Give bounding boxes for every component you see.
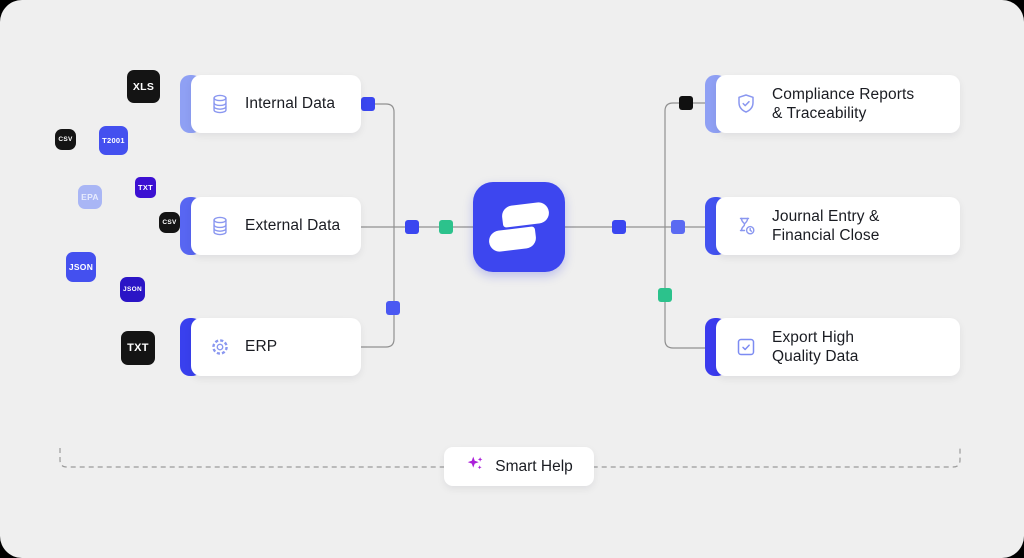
node-export-green	[658, 288, 672, 302]
hourglass-clock-icon	[734, 214, 758, 238]
node-external-green	[439, 220, 453, 234]
node-internal-blue	[361, 97, 375, 111]
smart-help-label: Smart Help	[495, 457, 573, 475]
file-badge-t2001: T2001	[99, 126, 128, 155]
card-label-line1: Journal Entry &	[772, 207, 880, 225]
card-internal-data[interactable]: Internal Data	[180, 75, 361, 133]
card-label-line2: Financial Close	[772, 227, 880, 244]
card-erp[interactable]: ERP	[180, 318, 361, 376]
badge-label: JSON	[123, 286, 142, 293]
badge-label: TXT	[127, 342, 149, 354]
badge-label: T2001	[102, 136, 125, 145]
file-badge-json: JSON	[66, 252, 96, 282]
card-external-data[interactable]: External Data	[180, 197, 361, 255]
file-badge-txt: TXT	[135, 177, 156, 198]
node-external-blue	[405, 220, 419, 234]
smart-help-button[interactable]: Smart Help	[444, 447, 594, 486]
badge-label: CSV	[58, 136, 73, 143]
card-label: Compliance Reports & Traceability	[772, 85, 914, 124]
database-icon	[209, 93, 231, 115]
badge-label: XLS	[132, 80, 155, 93]
card-label-line2: & Traceability	[772, 105, 867, 122]
database-icon	[209, 215, 231, 237]
badge-label: JSON	[68, 262, 94, 272]
file-badge-xls: XLS	[127, 70, 160, 103]
file-badge-csv: CSV	[55, 129, 76, 150]
badge-label: CSV	[162, 219, 177, 226]
badge-label: TXT	[137, 183, 154, 192]
card-label: Journal Entry & Financial Close	[772, 207, 879, 246]
checkbox-check-icon	[734, 335, 758, 359]
node-hub-right-blue	[612, 220, 626, 234]
card-label: Export High Quality Data	[772, 328, 859, 367]
shield-check-icon	[734, 92, 758, 116]
file-badge-epa: EPA	[78, 185, 102, 209]
card-label: ERP	[245, 338, 278, 356]
gear-icon	[209, 336, 231, 358]
file-badge-txt: TXT	[121, 331, 155, 365]
card-journal-entry[interactable]: Journal Entry & Financial Close	[705, 197, 960, 255]
node-erp-blue	[386, 301, 400, 315]
card-label-line1: Export High	[772, 328, 855, 346]
node-compliance-black	[679, 96, 693, 110]
right-connector-path	[664, 102, 705, 349]
badge-label: EPA	[81, 192, 99, 202]
card-export-data[interactable]: Export High Quality Data	[705, 318, 960, 376]
s-logo-shape	[487, 226, 538, 253]
card-label-line1: Compliance Reports	[772, 85, 915, 103]
sparkles-icon	[465, 453, 487, 480]
card-label-line2: Quality Data	[772, 348, 859, 365]
file-badge-json: JSON	[120, 277, 145, 302]
left-connector-path	[360, 103, 395, 348]
card-label: External Data	[245, 217, 341, 235]
hub-node-s-logo[interactable]	[473, 182, 565, 272]
node-journal-lightblue	[671, 220, 685, 234]
card-compliance-reports[interactable]: Compliance Reports & Traceability	[705, 75, 960, 133]
card-label: Internal Data	[245, 95, 336, 113]
file-badge-csv: CSV	[159, 212, 180, 233]
s-logo-shape	[500, 201, 551, 228]
